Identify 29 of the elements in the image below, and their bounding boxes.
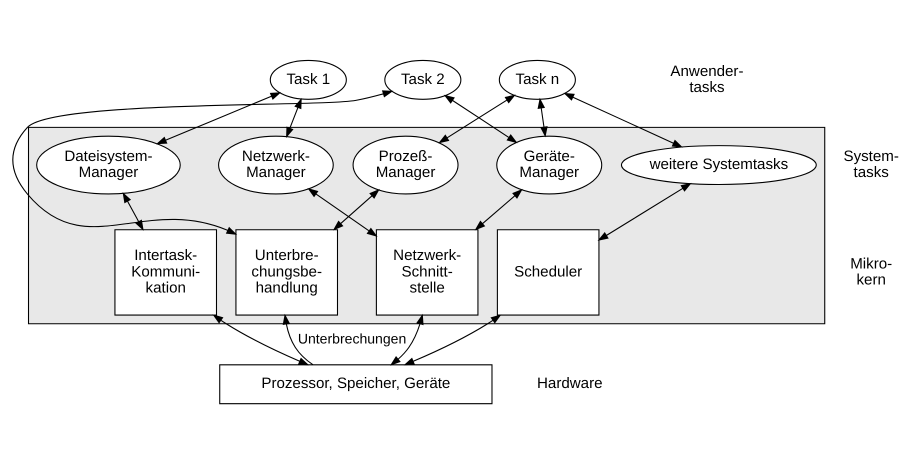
- arrow: [282, 313, 314, 365]
- node-ellipse: Task 2: [384, 59, 462, 100]
- arrow: [598, 182, 692, 240]
- arrow: [332, 188, 380, 230]
- arrow: [474, 188, 523, 230]
- arrow: [156, 92, 282, 144]
- node-box: Intertask- Kommuni- kation: [114, 228, 218, 316]
- label: Mikro- kern: [850, 254, 892, 288]
- node-box: Unterbre- chungsbe- handlung: [235, 228, 338, 316]
- arrow: [122, 192, 144, 230]
- arrow: [286, 97, 302, 138]
- node-ellipse: Netzwerk- Manager: [218, 135, 334, 194]
- label: System- tasks: [843, 147, 899, 181]
- label: Hardware: [537, 374, 603, 392]
- arrow: [404, 314, 502, 365]
- node-ellipse: Prozeß- Manager: [352, 135, 459, 194]
- node-box: Prozessor, Speicher, Geräte: [219, 364, 493, 404]
- node-box: Netzwerk- Schnitt- stelle: [376, 228, 478, 316]
- arrow: [563, 92, 684, 148]
- label: Anwender- tasks: [670, 62, 744, 96]
- arrow: [212, 314, 310, 365]
- arrow: [538, 97, 548, 137]
- edge-label: Unterbrechungen: [298, 330, 406, 346]
- arrow: [12, 90, 394, 234]
- node-box: Scheduler: [496, 228, 600, 316]
- arrow: [390, 313, 424, 366]
- arrow: [307, 188, 378, 236]
- node-ellipse: weitere Systemtasks: [620, 144, 817, 185]
- node-ellipse: Geräte- Manager: [496, 135, 602, 194]
